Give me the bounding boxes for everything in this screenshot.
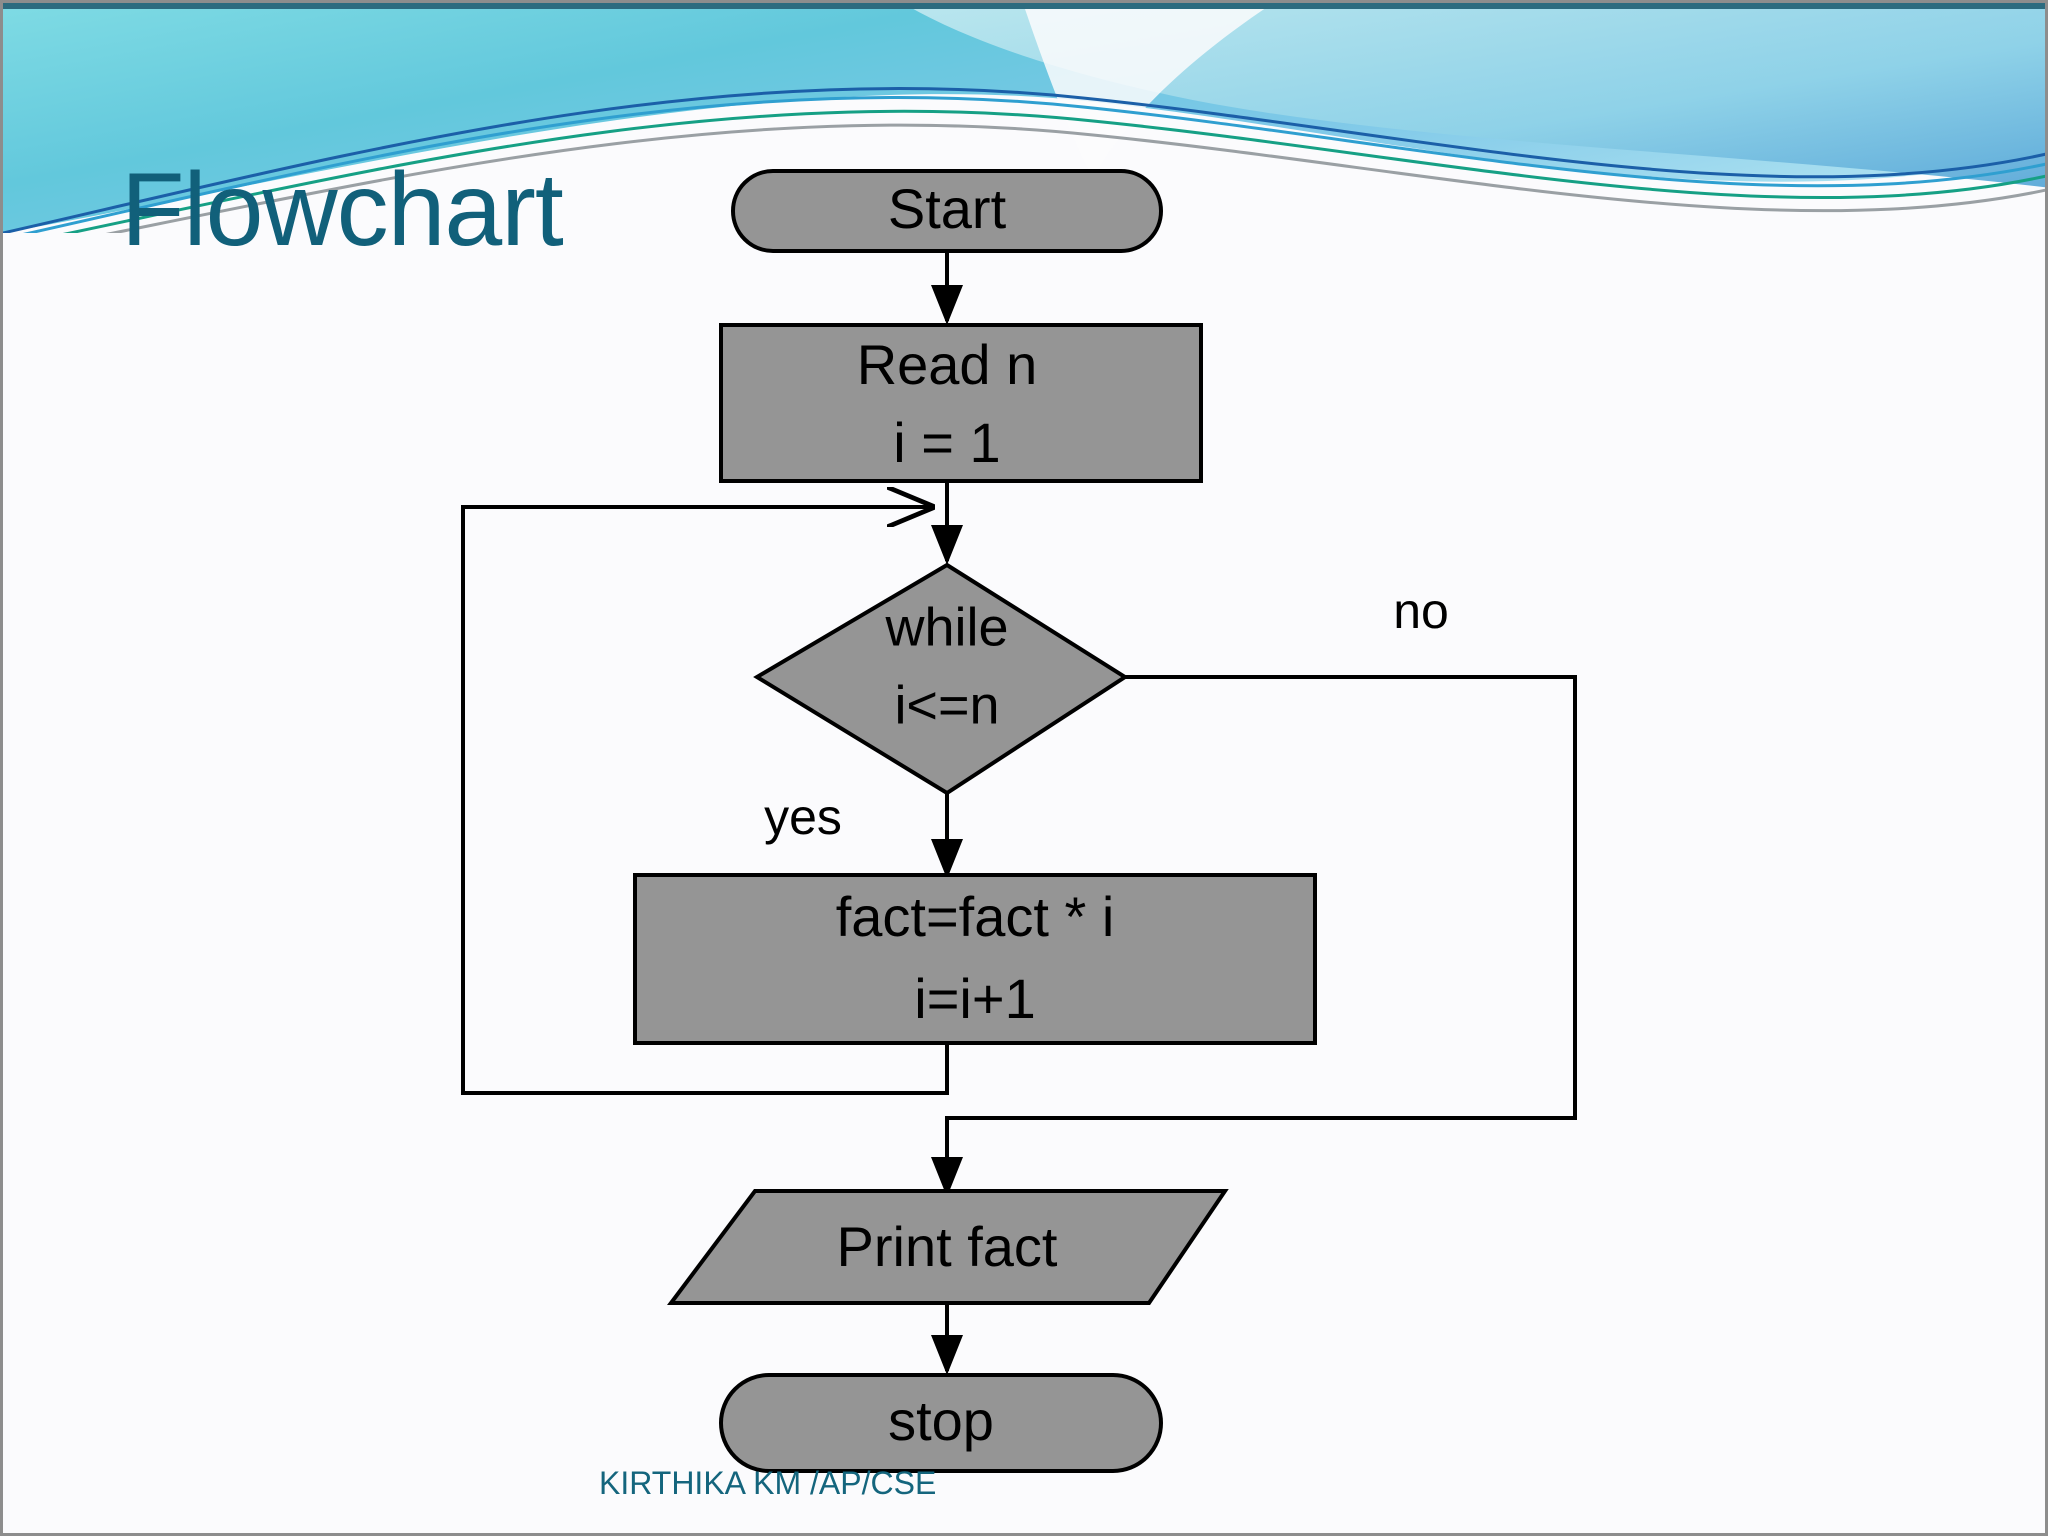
page-title: Flowchart [121,152,564,268]
node-print-parallelogram[interactable] [667,1189,1229,1305]
edge-label-no: no [1393,583,1449,639]
node-stop-label: stop [888,1389,994,1452]
node-while-label-line2: i<=n [894,675,999,735]
node-while-decision[interactable] [753,562,1129,796]
flowchart-canvas: Start Read n i = 1 while i<=n yes no fac… [461,169,1577,1473]
edge-label-yes: yes [764,789,842,845]
edge-while-to-print-no [931,675,1577,1197]
node-start-label: Start [888,177,1007,240]
node-read-label-line2: i = 1 [893,411,1000,474]
node-body-label-line1: fact=fact * i [836,885,1115,948]
node-start-terminator[interactable] [731,169,1163,253]
node-read-process[interactable] [719,323,1203,483]
footer-credit: KIRTHIKA KM /AP/CSE [599,1465,937,1501]
edge-body-to-while-loopback [461,507,949,1095]
node-body-label-line2: i=i+1 [914,967,1035,1030]
node-body-process[interactable] [633,873,1317,1045]
node-print-label: Print fact [837,1215,1058,1278]
node-stop-terminator[interactable] [719,1373,1163,1473]
node-read-label-line1: Read n [857,333,1038,396]
node-while-label-line1: while [884,597,1008,657]
